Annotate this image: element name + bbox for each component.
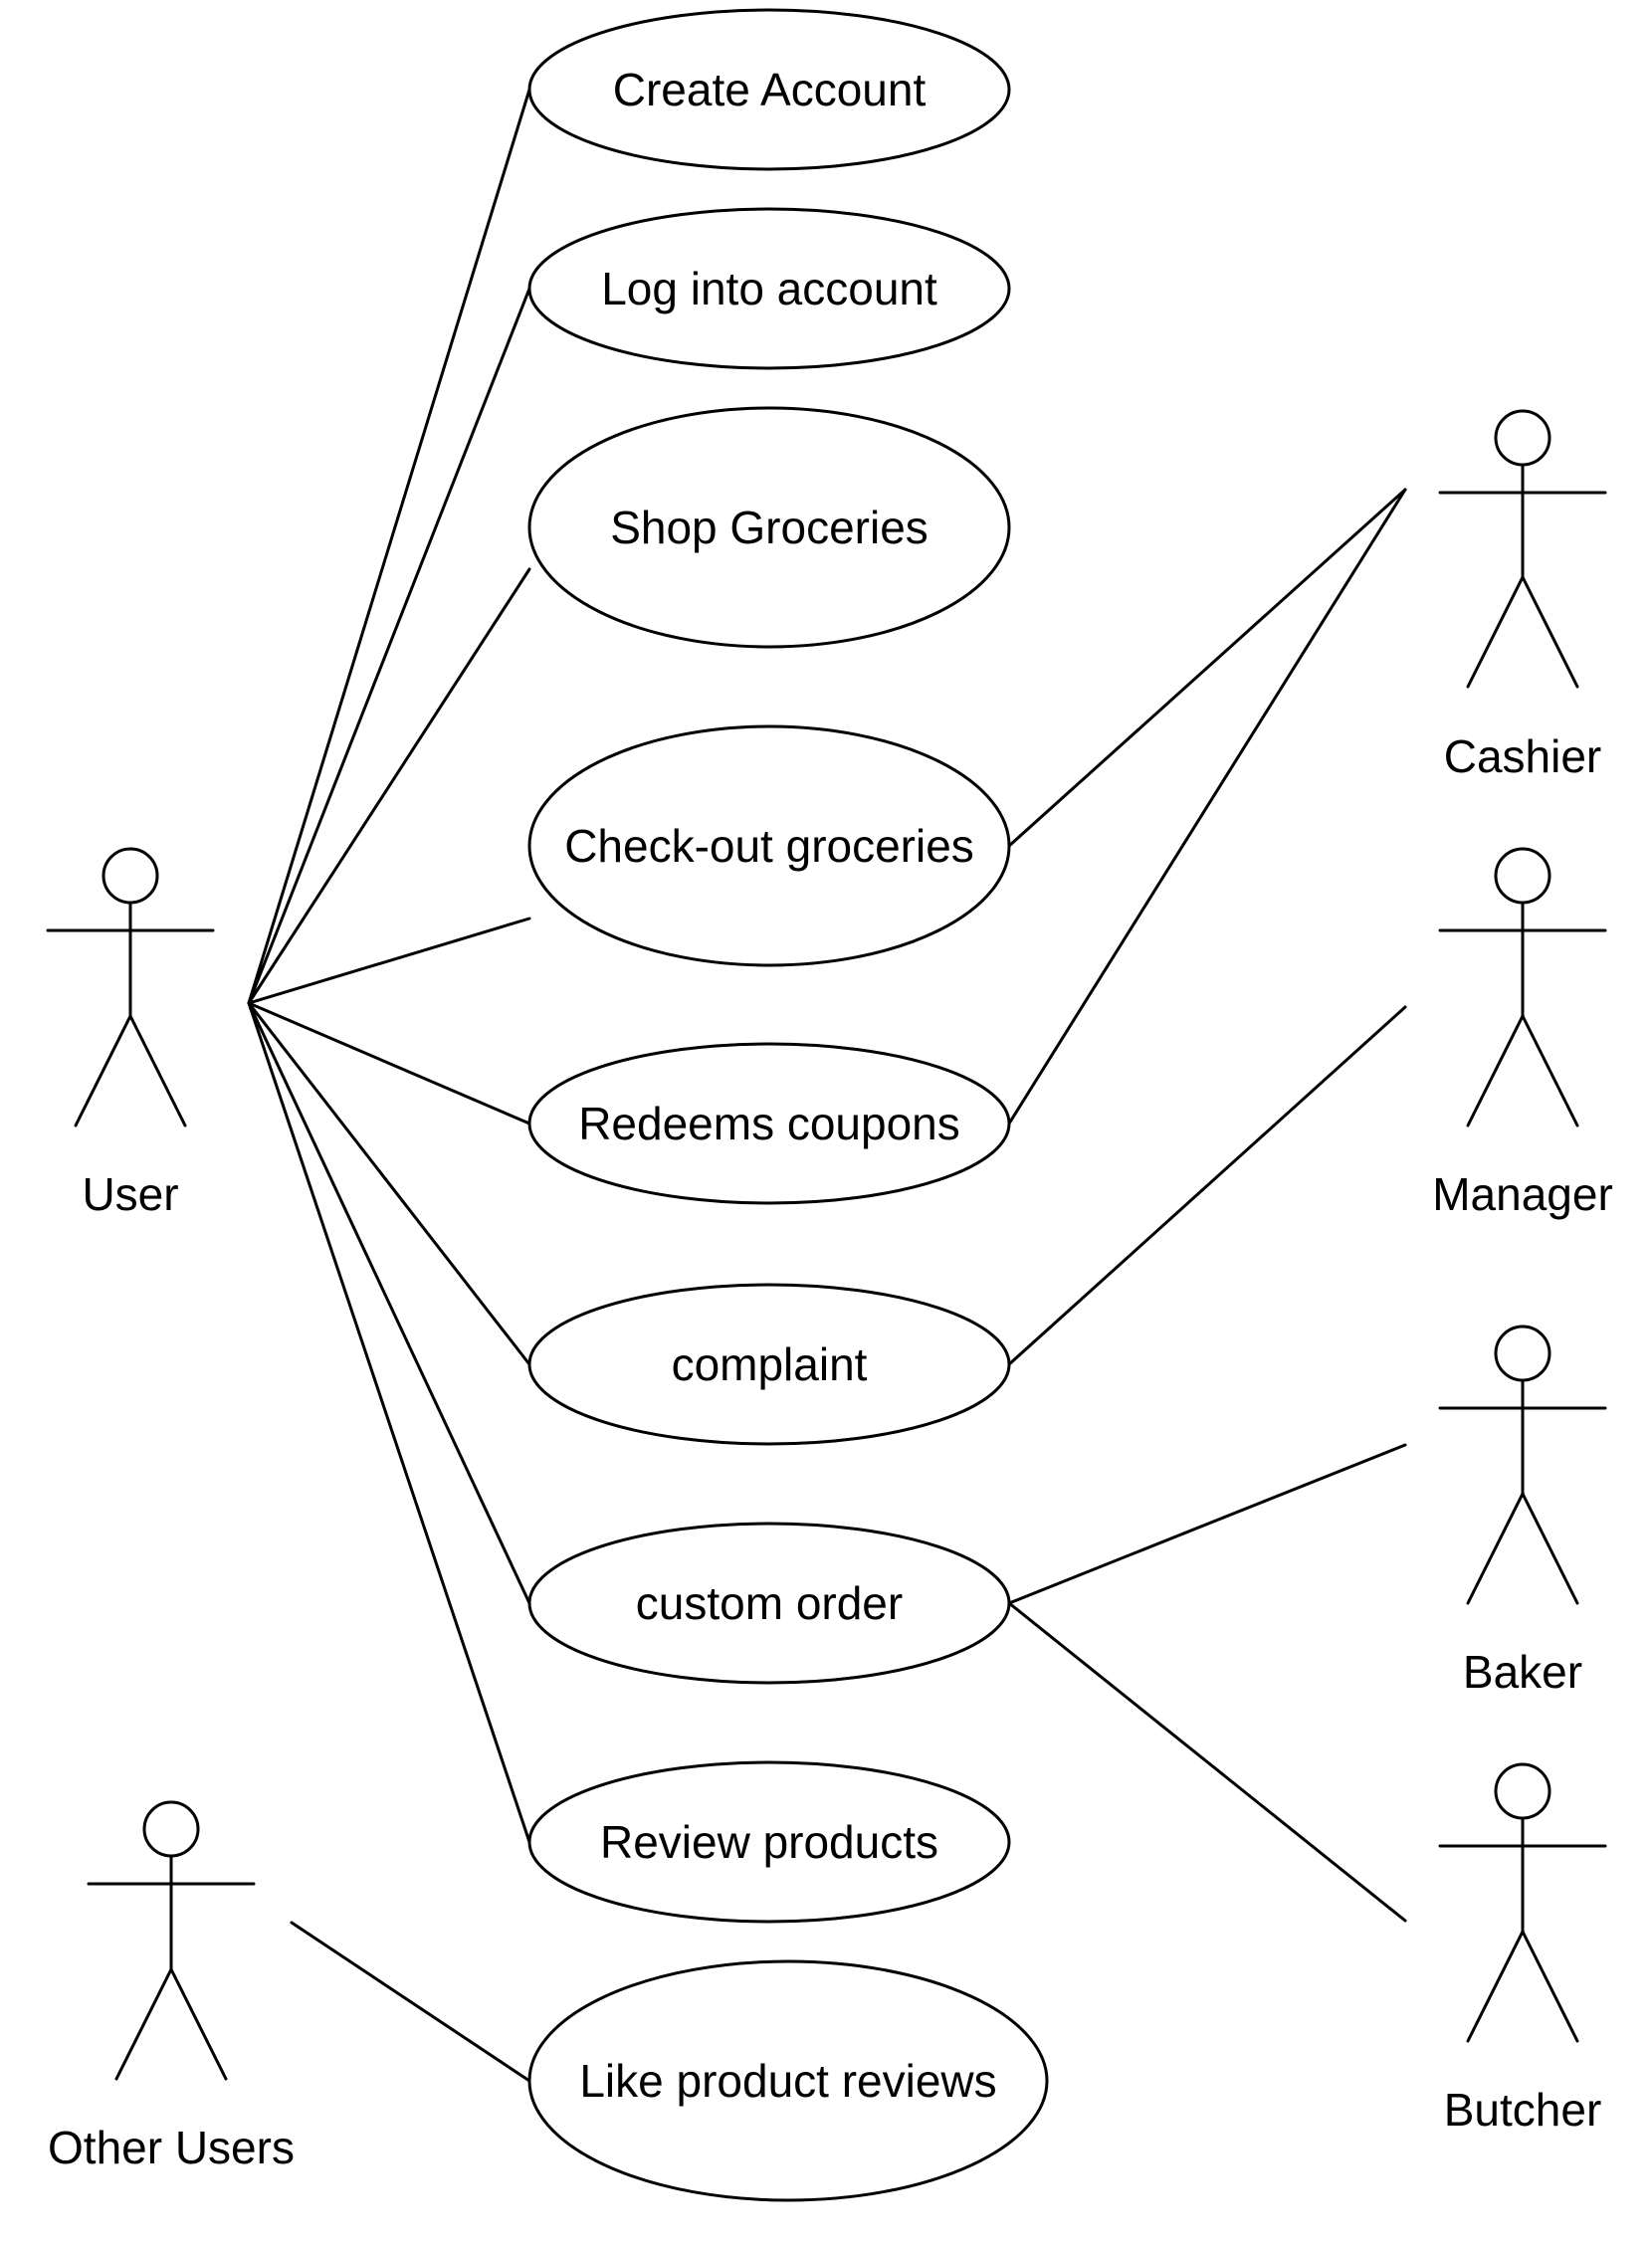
use-case-label: Log into account xyxy=(601,263,937,314)
association-baker-custom-order xyxy=(1007,1443,1407,1605)
association-cashier-check-out-groceries xyxy=(1007,488,1407,848)
use-case-shop-groceries[interactable]: Shop Groceries xyxy=(527,406,1011,649)
actor-label: Cashier xyxy=(1444,730,1602,782)
association-user-shop-groceries xyxy=(247,567,531,1005)
association-manager-complaint xyxy=(1007,1005,1407,1366)
use-case-log-into-account[interactable]: Log into account xyxy=(527,207,1011,370)
use-case-label: Create Account xyxy=(613,64,927,115)
use-case-create-account[interactable]: Create Account xyxy=(527,8,1011,171)
associations xyxy=(247,88,1407,2083)
use-case-ellipse xyxy=(527,207,1011,370)
use-case-redeems-coupons[interactable]: Redeems coupons xyxy=(527,1042,1011,1205)
use-case-ellipse xyxy=(527,1283,1011,1446)
use-case-ellipse xyxy=(527,1760,1011,1924)
use-case-check-out-groceries[interactable]: Check-out groceries xyxy=(527,724,1011,967)
association-cashier-redeems-coupons xyxy=(1007,488,1407,1125)
actor-cashier[interactable]: Cashier xyxy=(1438,409,1607,782)
use-case-label: Like product reviews xyxy=(579,2055,996,2107)
use-case-review-products[interactable]: Review products xyxy=(527,1760,1011,1924)
use-case-like-product-reviews[interactable]: Like product reviews xyxy=(527,1959,1049,2202)
actor-label: Butcher xyxy=(1444,2084,1602,2136)
use-case-custom-order[interactable]: custom order xyxy=(527,1522,1011,1685)
use-case-label: Review products xyxy=(600,1816,938,1868)
use-case-label: Redeems coupons xyxy=(578,1098,960,1149)
actor-label: Baker xyxy=(1463,1646,1582,1698)
use-case-ellipse xyxy=(527,724,1011,967)
stick-figure-icon xyxy=(1438,409,1607,689)
actor-other-users[interactable]: Other Users xyxy=(48,1800,295,2173)
use-case-ellipse xyxy=(527,1959,1049,2202)
association-user-complaint xyxy=(247,1001,531,1366)
stick-figure-icon xyxy=(87,1800,256,2081)
use-case-label: complaint xyxy=(672,1338,868,1390)
use-case-label: Check-out groceries xyxy=(564,820,974,872)
stick-figure-icon xyxy=(1438,847,1607,1127)
actor-manager[interactable]: Manager xyxy=(1432,847,1613,1220)
stick-figure-icon xyxy=(46,847,215,1127)
use-case-ellipse xyxy=(527,1522,1011,1685)
use-case-complaint[interactable]: complaint xyxy=(527,1283,1011,1446)
use-case-label: custom order xyxy=(636,1577,903,1629)
actor-label: Manager xyxy=(1432,1168,1613,1220)
actor-user[interactable]: User xyxy=(46,847,215,1220)
association-user-create-account xyxy=(247,88,531,1005)
association-user-custom-order xyxy=(247,1001,531,1605)
use-case-ellipse xyxy=(527,8,1011,171)
actor-label: User xyxy=(82,1168,178,1220)
association-user-review-products xyxy=(247,1001,531,1844)
actor-label: Other Users xyxy=(48,2122,295,2173)
use-case-ellipse xyxy=(527,1042,1011,1205)
actor-baker[interactable]: Baker xyxy=(1438,1325,1607,1698)
use-case-label: Shop Groceries xyxy=(610,502,929,553)
actor-butcher[interactable]: Butcher xyxy=(1438,1762,1607,2136)
association-butcher-custom-order xyxy=(1007,1601,1407,1923)
stick-figure-icon xyxy=(1438,1325,1607,1605)
association-user-log-into-account xyxy=(247,287,531,1005)
association-other-users-like-product-reviews xyxy=(290,1921,531,2083)
stick-figure-icon xyxy=(1438,1762,1607,2043)
association-user-redeems-coupons xyxy=(247,1001,531,1125)
association-user-check-out-groceries xyxy=(247,917,531,1005)
use-case-ellipse xyxy=(527,406,1011,649)
